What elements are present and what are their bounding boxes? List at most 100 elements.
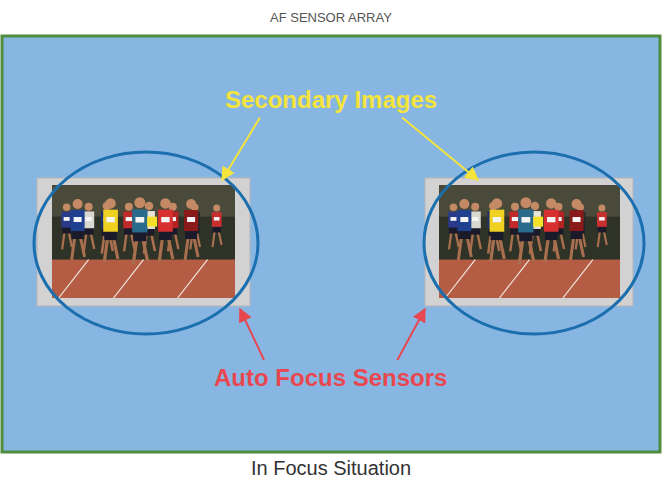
runner-leg — [197, 233, 200, 247]
runner-figure — [83, 203, 94, 252]
photo-background — [52, 185, 235, 298]
runner-shirt — [544, 210, 559, 232]
runner-shorts — [449, 227, 458, 234]
runner-shorts — [571, 230, 583, 239]
runner-leg — [133, 240, 136, 264]
runner-leg — [598, 232, 600, 247]
photo-background — [439, 185, 620, 298]
runner-leg — [537, 235, 540, 251]
runner-leg — [467, 238, 471, 257]
runner-leg — [62, 233, 64, 250]
runner-shirt — [597, 212, 607, 227]
runner-leg — [72, 238, 75, 260]
runner-leg — [491, 239, 494, 262]
runner-figure — [103, 198, 118, 262]
race-bib — [135, 217, 144, 223]
runner-shirt — [103, 210, 118, 232]
runner-head — [511, 203, 519, 211]
race-bib — [126, 217, 132, 221]
runner-head — [450, 204, 458, 212]
runner-shorts — [62, 227, 71, 234]
runner-leg — [478, 234, 481, 249]
callout-label: Auto Focus Sensors — [214, 364, 447, 392]
runner-shorts — [598, 226, 606, 232]
runner-head — [85, 203, 93, 211]
lane-line — [445, 260, 475, 298]
runner-head — [459, 199, 469, 209]
runner-leg — [185, 238, 188, 260]
runner-figure — [544, 198, 559, 262]
race-bib — [85, 217, 91, 221]
runner-shorts — [519, 231, 532, 241]
race-bib — [521, 217, 530, 223]
runner-leg — [604, 232, 607, 245]
runner-leg — [143, 240, 147, 261]
runner-leg — [91, 234, 94, 249]
lane-line — [500, 260, 530, 298]
race-bib — [214, 217, 220, 221]
runner-leg — [529, 240, 533, 261]
race-bib — [472, 217, 478, 221]
runner-figure — [457, 199, 471, 260]
secondary-image — [439, 185, 620, 298]
race-bib — [573, 217, 581, 222]
runner-head — [492, 198, 503, 209]
runner-leg — [488, 235, 491, 254]
runner-shirt — [212, 212, 222, 227]
leader-arrow — [402, 118, 478, 180]
leader-arrow — [397, 309, 425, 360]
runner-head — [105, 198, 116, 209]
runner-shorts — [104, 231, 117, 240]
runner-leg — [510, 234, 512, 252]
runner-shirt — [570, 210, 584, 231]
runner-leg — [114, 239, 118, 259]
runner-shorts — [159, 231, 172, 240]
running-track — [439, 260, 620, 298]
race-bib — [64, 217, 70, 221]
runner-leg — [152, 235, 155, 251]
runner-shorts — [545, 231, 558, 240]
running-track — [52, 260, 235, 298]
runner-head — [145, 202, 154, 211]
runner-figure — [212, 204, 222, 247]
runner-figure — [61, 204, 72, 250]
af-point — [147, 217, 157, 227]
runner-shorts — [185, 230, 197, 239]
race-bib — [74, 217, 82, 222]
runner-leg — [194, 238, 198, 257]
runner-head — [134, 197, 145, 208]
af-point — [533, 217, 543, 227]
runner-leg — [456, 233, 459, 247]
runner-leg — [81, 238, 85, 257]
runner-shorts — [458, 230, 470, 239]
runner-shirt — [61, 212, 72, 228]
race-bib — [161, 217, 169, 222]
runner-leg — [571, 238, 574, 260]
runner-shirt — [83, 211, 94, 228]
runner-shorts — [133, 231, 146, 241]
runner-leg — [554, 239, 558, 259]
lane-line — [563, 260, 593, 298]
runner-shirt — [132, 209, 147, 232]
race-bib — [512, 217, 518, 221]
runner-figure — [448, 204, 459, 250]
race-bib — [547, 217, 555, 222]
sensor-array-panel — [2, 36, 660, 452]
runner-leg — [519, 240, 522, 264]
runner-shirt — [184, 210, 198, 231]
runner-shorts — [84, 227, 94, 234]
runner-head — [186, 199, 196, 209]
runner-leg — [582, 233, 585, 247]
runner-shirt — [158, 210, 173, 232]
runner-figure — [570, 199, 584, 260]
runner-shorts — [491, 231, 504, 240]
leader-arrow — [222, 118, 260, 180]
runner-head — [546, 198, 557, 209]
runner-figure — [597, 204, 607, 247]
runner-head — [213, 204, 220, 211]
runner-shirt — [518, 209, 533, 232]
race-bib — [599, 217, 605, 221]
runner-leg — [561, 234, 564, 249]
runner-leg — [124, 234, 126, 252]
